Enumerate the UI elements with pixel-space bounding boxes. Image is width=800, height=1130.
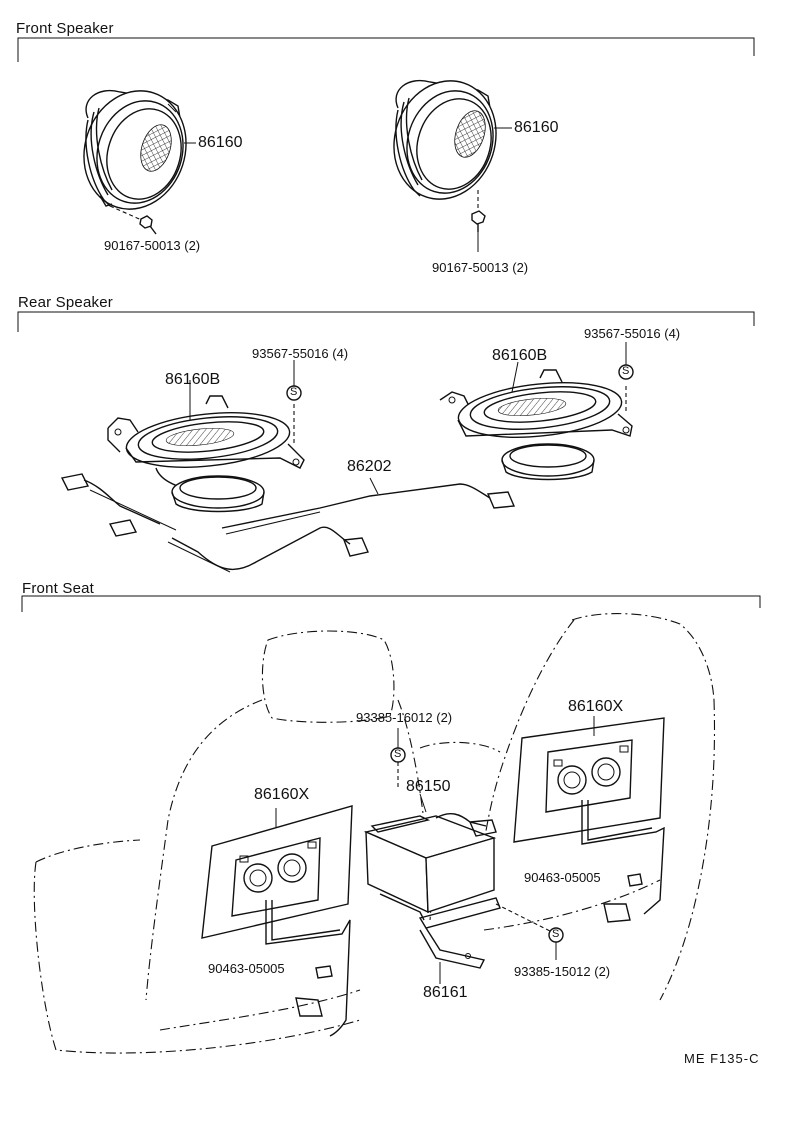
rear-left-screw-label: 93567-55016 (4) xyxy=(252,346,349,361)
rear-right-screw-glyph: S xyxy=(622,365,630,377)
seat-amp-screw-glyph: S xyxy=(394,748,402,760)
bracket-screw-label: 93385-15012 (2) xyxy=(514,964,611,979)
front-right-speaker-drawing xyxy=(393,80,512,252)
rear-right-speaker-label: 86160B xyxy=(492,347,548,364)
rear-right-screw-symbol xyxy=(618,342,634,380)
rear-harness-label: 86202 xyxy=(347,458,392,475)
seat-amp-screw-label: 93385-16012 (2) xyxy=(356,710,453,725)
right-clip-label: 90463-05005 xyxy=(524,870,601,885)
bracket-label: 86161 xyxy=(423,984,468,1001)
right-seat-speaker-drawing xyxy=(513,716,665,923)
front-seat-bracket xyxy=(21,595,761,612)
rear-left-speaker-label: 86160B xyxy=(165,371,221,388)
rear-speaker-bracket xyxy=(17,311,755,332)
diagram-code: ME F135-C xyxy=(684,1051,760,1066)
rear-speaker-section-title: Rear Speaker xyxy=(18,294,113,311)
seat-amp-screw-symbol xyxy=(390,728,406,790)
front-left-screw-label: 90167-50013 (2) xyxy=(104,238,201,253)
right-seat-speaker-label: 86160X xyxy=(568,698,624,715)
front-speaker-section-title: Front Speaker xyxy=(16,20,114,37)
rear-left-screw-symbol xyxy=(286,360,302,401)
rear-harness-drawing xyxy=(60,473,516,573)
amplifier-label: 86150 xyxy=(406,778,451,795)
front-right-screw-label: 90167-50013 (2) xyxy=(432,260,529,275)
front-left-speaker-drawing xyxy=(83,90,196,235)
front-right-speaker-label: 86160 xyxy=(514,119,559,136)
bracket-screw-symbol xyxy=(548,927,564,960)
rear-left-speaker-drawing xyxy=(107,380,305,513)
left-seat-speaker-drawing xyxy=(201,805,353,1037)
rear-right-speaker-drawing xyxy=(439,361,633,481)
front-seat-section-title: Front Seat xyxy=(22,580,95,597)
front-left-speaker-label: 86160 xyxy=(198,134,243,151)
left-seat-speaker-label: 86160X xyxy=(254,786,310,803)
bracket-drawing xyxy=(418,897,553,984)
front-speaker-bracket xyxy=(17,37,755,62)
bracket-screw-glyph: S xyxy=(552,928,560,940)
left-clip-label: 90463-05005 xyxy=(208,961,285,976)
right-seat-drawing xyxy=(419,613,716,1001)
rear-right-screw-label: 93567-55016 (4) xyxy=(584,326,681,341)
amplifier-drawing xyxy=(363,793,497,921)
rear-left-screw-glyph: S xyxy=(290,386,298,398)
